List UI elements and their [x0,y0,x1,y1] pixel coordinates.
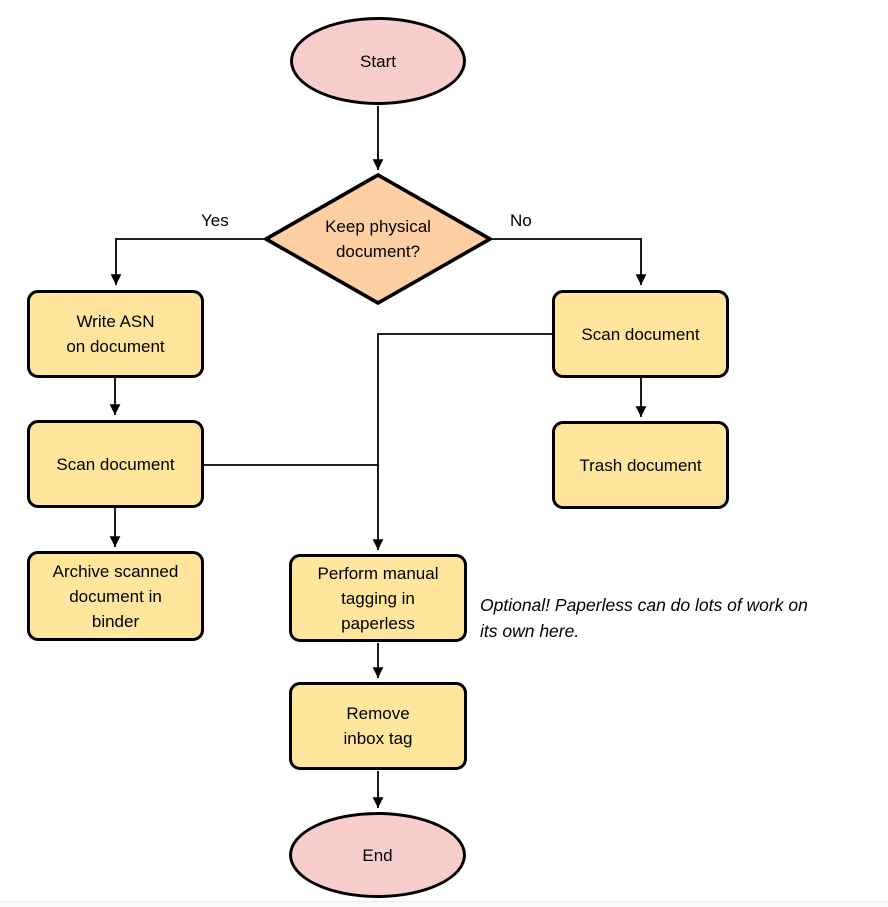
start-node: Start [290,17,466,105]
manual-tagging-node: Perform manual tagging in paperless [289,554,467,642]
remove-inbox-tag-node: Remove inbox tag [289,682,467,770]
start-node-label: Start [360,51,396,71]
remove-inbox-tag-node-label: Remove inbox tag [343,704,413,748]
page-bottom-edge [0,901,888,907]
edge-yes-to-write-asn [110,238,266,285]
end-node-label: End [362,845,393,865]
trash-document-node: Trash document [552,421,729,509]
decision-node: Keep physical document? [286,205,470,273]
archive-node-label: Archive scanned document in binder [52,561,179,631]
optional-note: Optional! Paperless can do lots of work … [480,595,808,641]
manual-tagging-node-label: Perform manual tagging in paperless [317,563,439,633]
archive-node: Archive scanned document in binder [27,551,204,641]
write-asn-node: Write ASN on document [27,290,204,378]
trash-document-node-label: Trash document [579,455,702,475]
edge-label-no: No [507,211,535,231]
write-asn-node-label: Write ASN on document [66,312,165,356]
edge-label-yes: Yes [198,211,232,231]
end-node: End [289,812,466,898]
decision-diamond-shape [264,173,492,305]
scan-document-left-node: Scan document [27,420,204,508]
edge-scan-right-to-tagging [372,333,552,550]
scan-document-right-node: Scan document [552,290,729,378]
decision-node-label: Keep physical document? [325,217,431,261]
scan-document-left-node-label: Scan document [56,454,175,474]
scan-document-right-node-label: Scan document [581,324,700,344]
edge-no-to-scan-right [490,238,647,285]
